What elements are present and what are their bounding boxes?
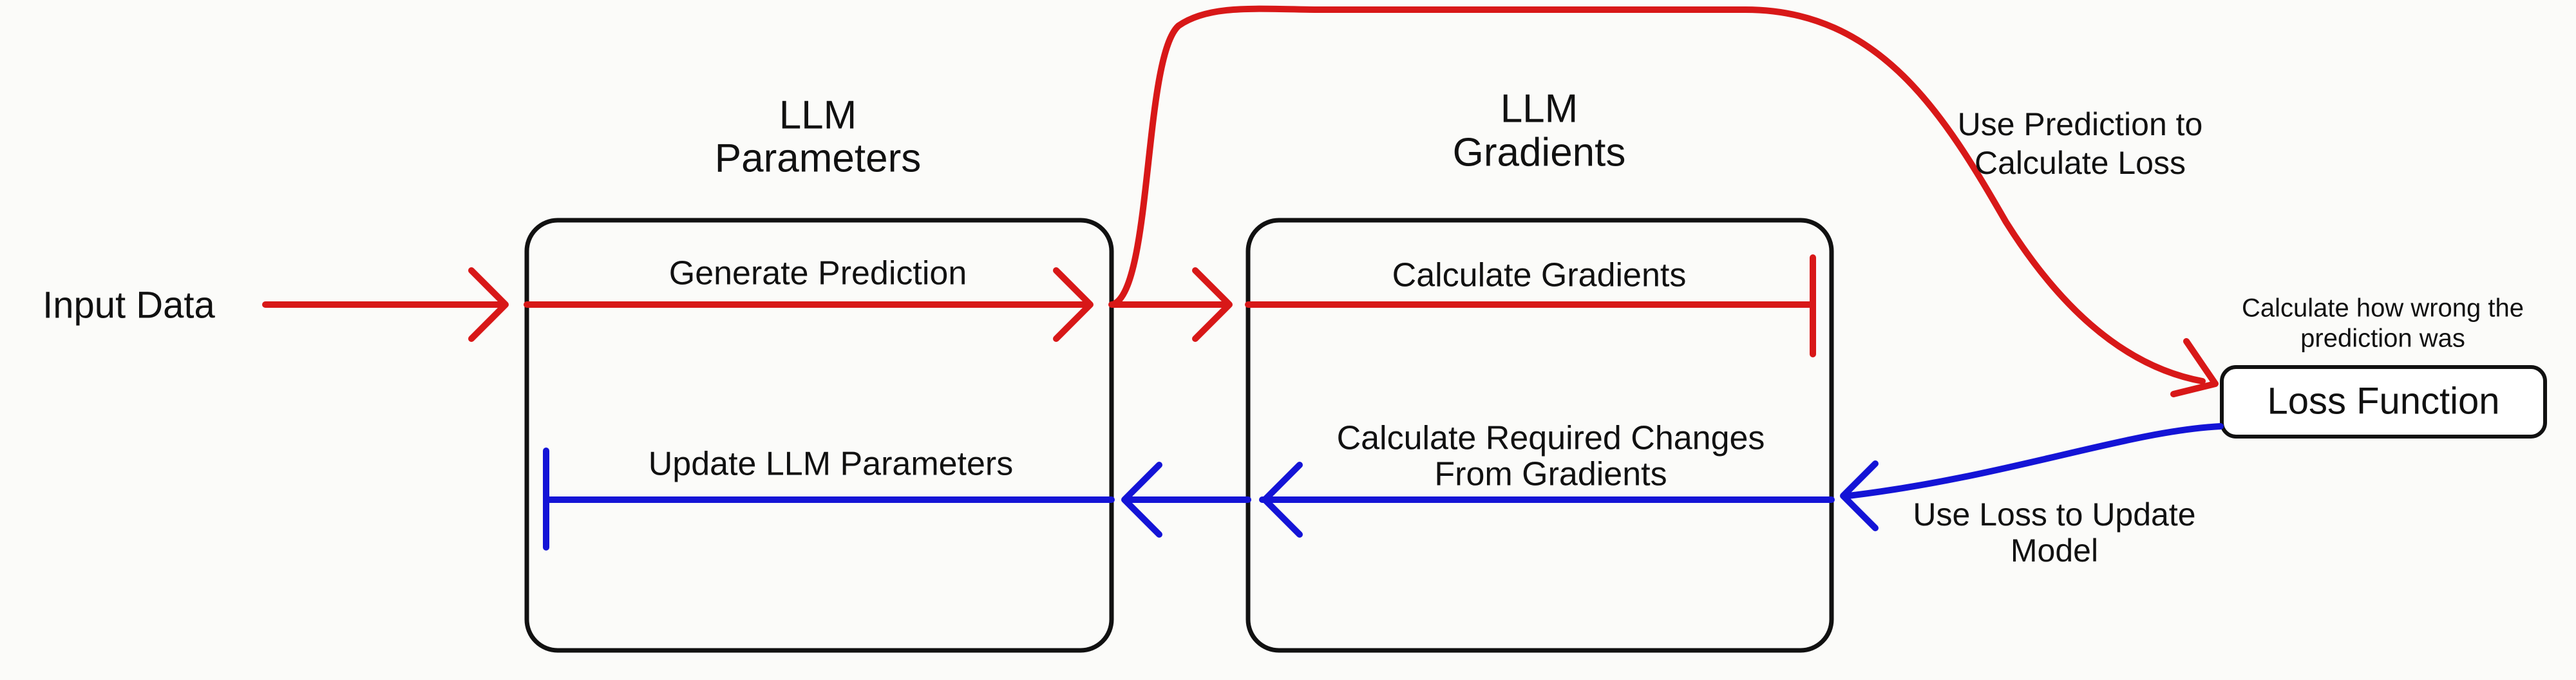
update-llm-parameters-label: Update LLM Parameters — [649, 446, 1014, 483]
required-changes-arrow-head — [1262, 462, 1303, 538]
use-prediction-label-line2: Calculate Loss — [1975, 145, 2186, 181]
generate-prediction-arrow-head — [1053, 267, 1094, 342]
use-loss-label-line2: Model — [2011, 533, 2098, 569]
generate-prediction-label: Generate Prediction — [669, 255, 967, 292]
to-gradients-arrow-head — [1192, 267, 1233, 342]
llm-gradients-title-line2: Gradients — [1453, 130, 1626, 175]
use-prediction-label-line1: Use Prediction to — [1958, 106, 2203, 142]
loss-description-line2: prediction was — [2300, 325, 2465, 353]
loss-description-line1: Calculate how wrong the — [2242, 294, 2524, 323]
calculate-gradients-label: Calculate Gradients — [1392, 257, 1687, 294]
llm-parameters-title-line2: Parameters — [715, 136, 921, 180]
loss-to-model-curve — [1845, 423, 2224, 499]
use-loss-label-line1: Use Loss to Update — [1913, 496, 2195, 533]
required-changes-label-line1: Calculate Required Changes — [1337, 420, 1765, 457]
llm-parameters-title-line1: LLM — [779, 93, 857, 137]
to-parameters-arrow-head — [1121, 462, 1162, 538]
forward-pass-arrows — [262, 5, 2219, 397]
llm-parameters-box — [524, 218, 1114, 653]
input-arrow-head — [468, 267, 509, 342]
loss-to-model-arrow-head — [1840, 460, 1879, 531]
loss-function-label: Loss Function — [2267, 380, 2499, 422]
llm-gradients-title-line1: LLM — [1501, 86, 1578, 131]
backward-pass-arrows — [543, 423, 2224, 551]
loss-function-box — [2220, 365, 2547, 439]
required-changes-label-line2: From Gradients — [1434, 456, 1667, 493]
prediction-to-loss-curve — [1110, 5, 2206, 384]
llm-gradients-box — [1245, 218, 1834, 653]
input-data-label: Input Data — [43, 284, 215, 326]
prediction-to-loss-arrow-head — [2170, 338, 2219, 397]
